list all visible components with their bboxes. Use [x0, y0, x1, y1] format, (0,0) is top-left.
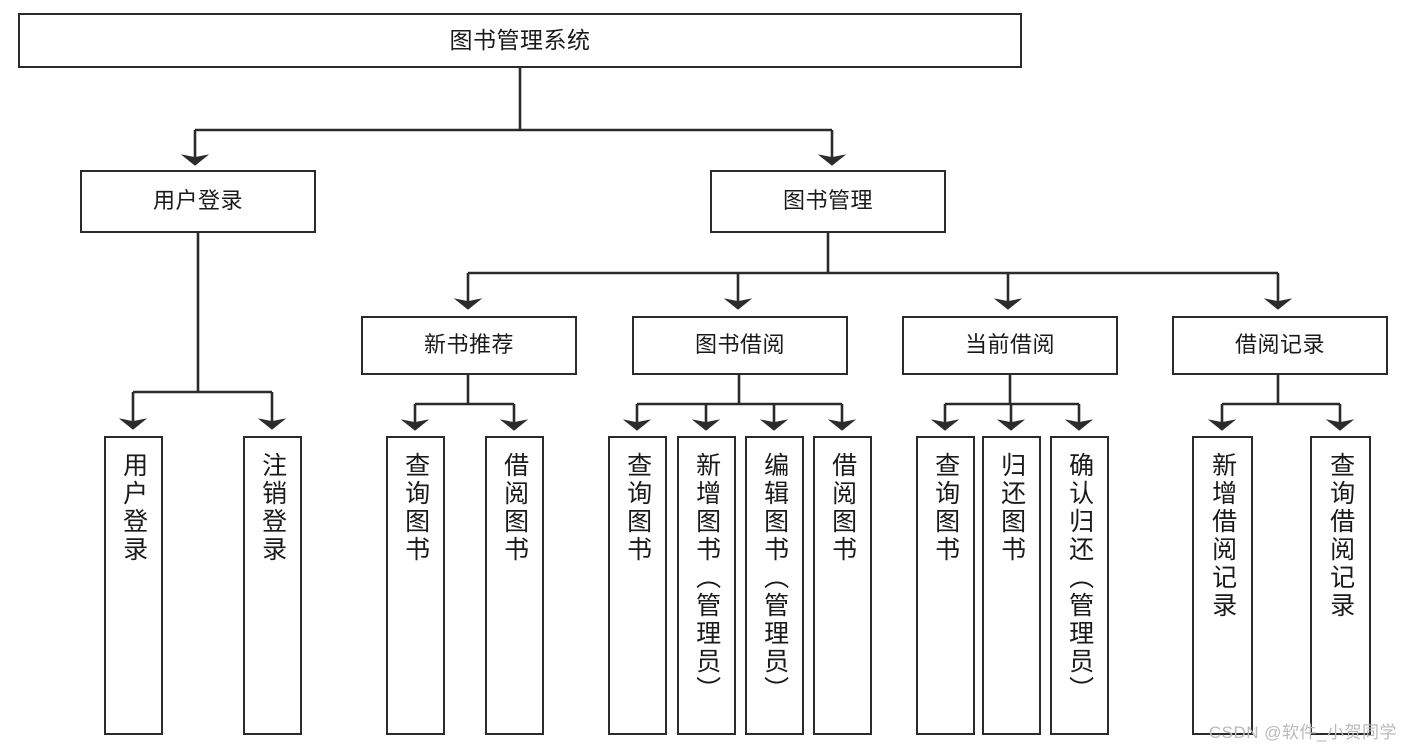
leaf-edit-book-label: 编辑图书（管理员） — [760, 452, 789, 704]
leaf-borrow-book-2[interactable]: 借阅图书 — [813, 436, 872, 735]
leaf-add-record-label: 新增借阅记录 — [1208, 452, 1237, 620]
leaf-return-book[interactable]: 归还图书 — [982, 436, 1041, 735]
leaf-user-login-label: 用户登录 — [119, 452, 148, 564]
leaf-query-book-2-label: 查询图书 — [623, 452, 652, 564]
leaf-add-record[interactable]: 新增借阅记录 — [1192, 436, 1253, 735]
node-new-book-recommend-label: 新书推荐 — [423, 332, 514, 358]
leaf-query-book-3[interactable]: 查询图书 — [916, 436, 975, 735]
leaf-return-book-label: 归还图书 — [997, 452, 1026, 564]
node-root-label: 图书管理系统 — [449, 27, 591, 54]
leaf-borrow-book-1-label: 借阅图书 — [500, 452, 529, 564]
node-root[interactable]: 图书管理系统 — [18, 13, 1022, 68]
leaf-query-book-1[interactable]: 查询图书 — [386, 436, 445, 735]
node-book-manage[interactable]: 图书管理 — [710, 170, 946, 233]
leaf-edit-book[interactable]: 编辑图书（管理员） — [745, 436, 804, 735]
leaf-logout-label: 注销登录 — [258, 452, 287, 564]
leaf-confirm-return-label: 确认归还（管理员） — [1065, 452, 1094, 704]
leaf-query-record-label: 查询借阅记录 — [1326, 452, 1355, 620]
leaf-borrow-book-1[interactable]: 借阅图书 — [485, 436, 544, 735]
leaf-user-login[interactable]: 用户登录 — [104, 436, 163, 735]
node-user-login[interactable]: 用户登录 — [80, 170, 316, 233]
leaf-query-book-3-label: 查询图书 — [931, 452, 960, 564]
leaf-logout[interactable]: 注销登录 — [243, 436, 302, 735]
node-current-borrow[interactable]: 当前借阅 — [902, 316, 1118, 375]
node-user-login-label: 用户登录 — [152, 188, 243, 214]
leaf-add-book[interactable]: 新增图书（管理员） — [677, 436, 736, 735]
node-book-borrow[interactable]: 图书借阅 — [632, 316, 848, 375]
node-borrow-record-label: 借阅记录 — [1234, 332, 1325, 358]
node-book-borrow-label: 图书借阅 — [694, 332, 785, 358]
node-book-manage-label: 图书管理 — [782, 188, 873, 214]
node-new-book-recommend[interactable]: 新书推荐 — [361, 316, 577, 375]
node-current-borrow-label: 当前借阅 — [964, 332, 1055, 358]
node-borrow-record[interactable]: 借阅记录 — [1172, 316, 1388, 375]
leaf-query-book-1-label: 查询图书 — [401, 452, 430, 564]
leaf-query-book-2[interactable]: 查询图书 — [608, 436, 667, 735]
leaf-confirm-return[interactable]: 确认归还（管理员） — [1050, 436, 1109, 735]
leaf-add-book-label: 新增图书（管理员） — [692, 452, 721, 704]
leaf-borrow-book-2-label: 借阅图书 — [828, 452, 857, 564]
leaf-query-record[interactable]: 查询借阅记录 — [1310, 436, 1371, 735]
watermark: CSDN @软件_小贺同学 — [1208, 723, 1397, 742]
